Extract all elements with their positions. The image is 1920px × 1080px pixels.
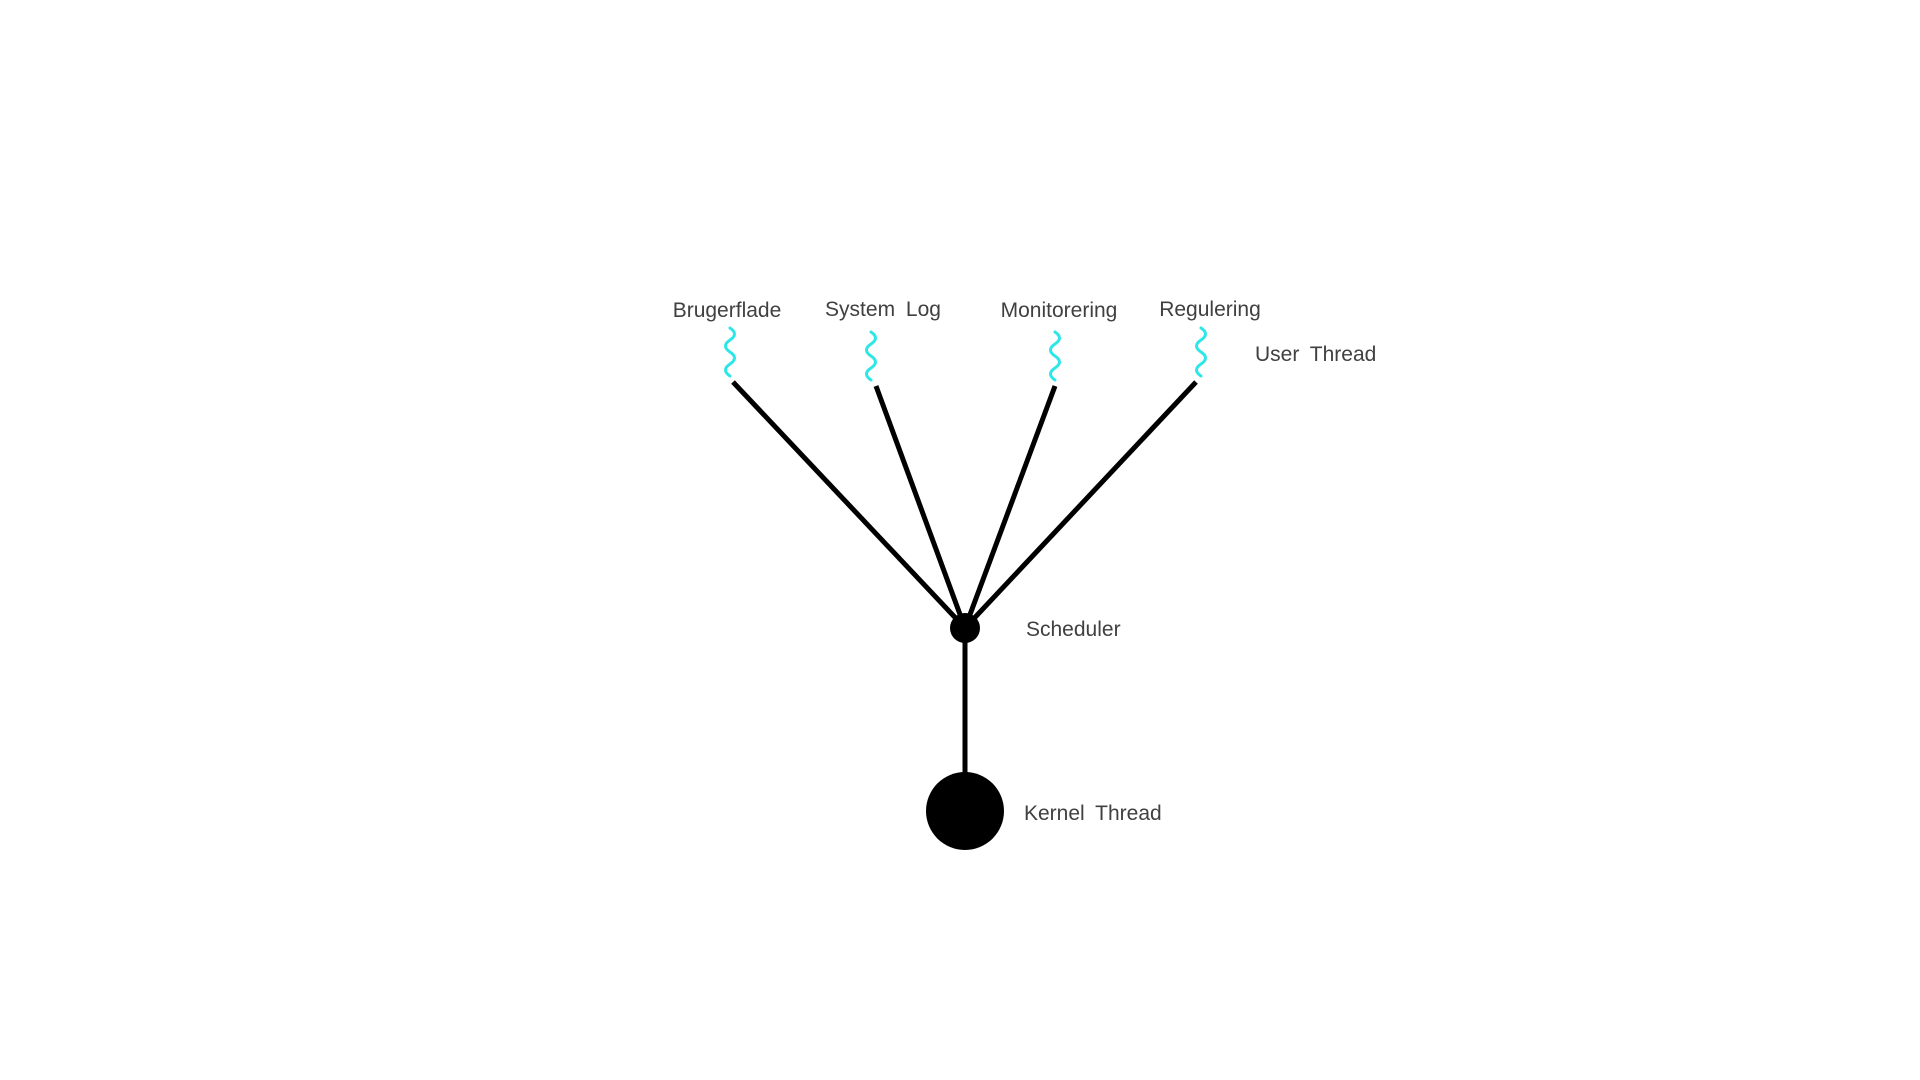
user-thread-icon	[1195, 326, 1207, 378]
kernel-thread-node	[926, 772, 1004, 850]
kernel-thread-label: Kernel Thread	[1024, 802, 1162, 825]
user-thread-icon	[865, 330, 877, 382]
scheduler-label: Scheduler	[1026, 618, 1121, 641]
edge-brugerflade-scheduler	[731, 380, 967, 630]
user-thread-icon	[1049, 330, 1061, 382]
edge-regulering-scheduler	[963, 380, 1198, 630]
thread-label-system-log: System Log	[825, 298, 941, 321]
user-thread-icon	[724, 326, 736, 378]
thread-label-regulering: Regulering	[1159, 298, 1261, 321]
edge-monitorering-scheduler	[962, 385, 1058, 629]
scheduler-node	[950, 613, 980, 643]
edge-system-log-scheduler	[873, 385, 968, 629]
user-thread-label: User Thread	[1255, 343, 1376, 366]
thread-label-monitorering: Monitorering	[1001, 299, 1118, 322]
thread-label-brugerflade: Brugerflade	[673, 299, 782, 322]
